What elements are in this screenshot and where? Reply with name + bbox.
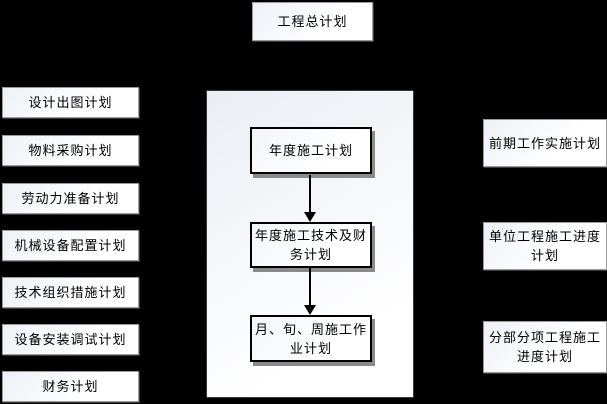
node-label: 年度施工技术及财务计划 (254, 228, 367, 262)
flow-arrow-line-1 (309, 175, 311, 213)
node-label: 月、旬、周施工作业计划 (254, 321, 367, 356)
node-annual-construction-plan: 年度施工计划 (250, 127, 372, 174)
arrow-down-icon (304, 305, 316, 315)
node-equipment-installation-plan: 设备安装调试计划 (2, 324, 139, 355)
node-label: 前期工作实施计划 (488, 135, 601, 151)
node-label: 劳动力准备计划 (21, 191, 120, 206)
node-label: 年度施工计划 (268, 143, 353, 158)
flow-arrow-line-2 (309, 268, 311, 306)
node-label: 机械设备配置计划 (14, 238, 127, 253)
node-label: 财务计划 (42, 379, 99, 394)
node-label: 设备安装调试计划 (14, 332, 127, 347)
node-technical-measures-plan: 技术组织措施计划 (2, 277, 139, 308)
node-master-plan: 工程总计划 (252, 2, 373, 41)
node-label: 技术组织措施计划 (14, 285, 127, 300)
node-finance-plan: 财务计划 (2, 371, 139, 402)
arrow-down-icon (304, 212, 316, 222)
node-label: 物料采购计划 (28, 143, 113, 158)
node-monthly-weekly-work-plan: 月、旬、周施工作业计划 (250, 315, 372, 362)
node-material-procurement-plan: 物料采购计划 (2, 135, 139, 166)
node-unit-project-schedule-plan: 单位工程施工进度计划 (483, 222, 607, 270)
node-preliminary-work-plan: 前期工作实施计划 (483, 119, 607, 167)
node-labor-preparation-plan: 劳动力准备计划 (2, 183, 139, 214)
node-label: 工程总计划 (277, 14, 348, 29)
node-annual-tech-finance-plan: 年度施工技术及财务计划 (250, 222, 372, 268)
node-subdivision-project-schedule-plan: 分部分项工程施工进度计划 (483, 321, 607, 373)
node-design-drawing-plan: 设计出图计划 (2, 87, 139, 118)
node-label: 单位工程施工进度计划 (488, 229, 601, 263)
node-label: 分部分项工程施工进度计划 (488, 330, 601, 364)
node-label: 设计出图计划 (28, 95, 113, 110)
node-machinery-allocation-plan: 机械设备配置计划 (2, 230, 139, 261)
